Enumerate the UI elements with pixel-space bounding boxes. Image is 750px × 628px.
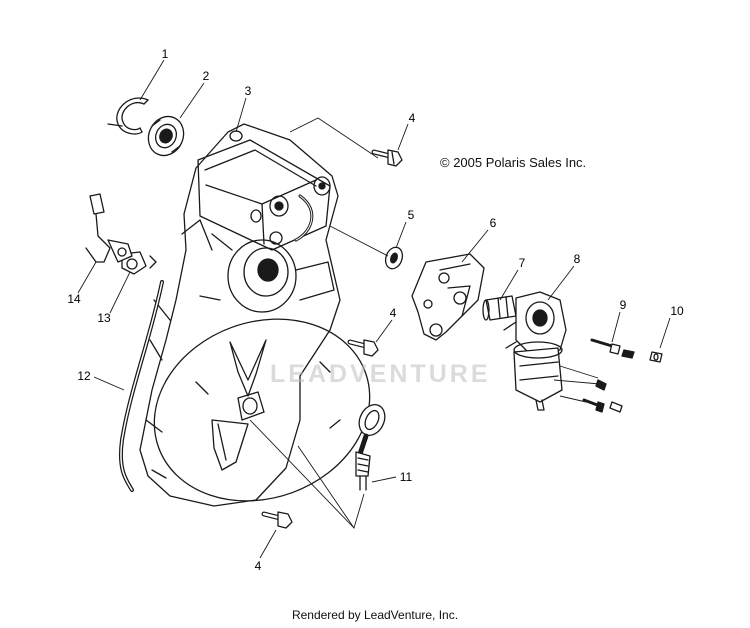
callout-labels: 1 2 3 4 5 6 7 8 9 10 11 12 13 14 4 4 [67, 47, 684, 573]
callout-9: 9 [620, 298, 627, 312]
callout-14: 14 [67, 292, 81, 306]
part-7-shaft [482, 295, 517, 321]
callout-13: 13 [97, 311, 111, 325]
part-4-bolt-lower [261, 511, 293, 529]
part-4-bolt-upper [371, 149, 403, 167]
part-8-motor [503, 291, 567, 411]
callout-12: 12 [77, 369, 91, 383]
part-1-snap-ring [107, 97, 149, 135]
shift-fork-linkage [211, 339, 267, 471]
callout-7: 7 [519, 256, 526, 270]
callout-4-middle: 4 [390, 306, 397, 320]
footer-credit: Rendered by LeadVenture, Inc. [291, 608, 459, 622]
watermark: LEADVENTURE [270, 360, 491, 388]
part-10-screw [649, 351, 663, 363]
callout-3: 3 [245, 84, 252, 98]
part-4-bolt-middle [347, 339, 379, 357]
callout-4-upper: 4 [409, 111, 416, 125]
callout-4-lower: 4 [255, 559, 262, 573]
leader-lines [77, 59, 671, 559]
callout-5: 5 [408, 208, 415, 222]
copyright-text: © 2005 Polaris Sales Inc. [440, 155, 587, 170]
part-5-washer [384, 246, 404, 270]
part-6-bracket [411, 253, 485, 341]
part-9-screws [582, 338, 635, 413]
callout-6: 6 [490, 216, 497, 230]
callout-2: 2 [203, 69, 210, 83]
part-12-gasket [119, 280, 164, 492]
part-11-dipstick [355, 403, 386, 491]
callout-10: 10 [670, 304, 684, 318]
part-3-case-cover [139, 123, 371, 507]
callout-11: 11 [400, 470, 413, 484]
part-14-sensor [85, 193, 133, 263]
callout-8: 8 [574, 252, 581, 266]
callout-1: 1 [162, 47, 169, 61]
part-2-seal [147, 115, 185, 157]
